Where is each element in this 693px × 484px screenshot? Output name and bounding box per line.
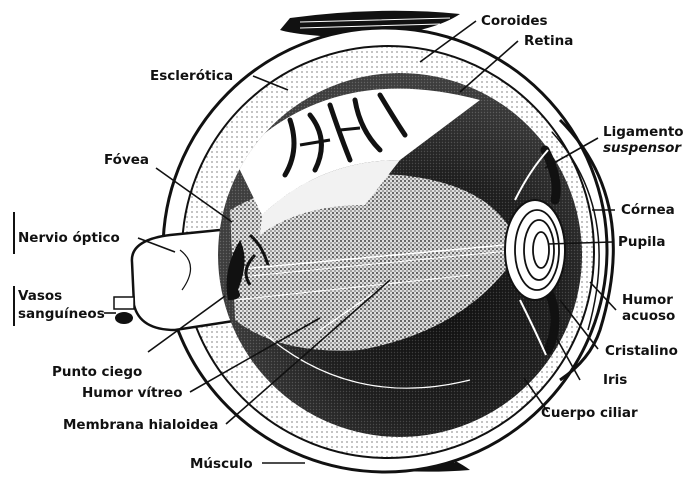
- label-vasos-1: Vasos: [18, 288, 62, 304]
- label-esclerotica: Esclerótica: [150, 68, 233, 84]
- label-humor-acuoso-1: Humor: [622, 292, 673, 308]
- label-humor-acuoso-2: acuoso: [622, 308, 675, 324]
- label-cuerpo-ciliar: Cuerpo ciliar: [541, 405, 638, 421]
- lens-shape: [505, 200, 565, 300]
- label-punto-ciego: Punto ciego: [52, 364, 142, 380]
- label-vasos-2: sanguíneos: [18, 306, 105, 322]
- label-musculo: Músculo: [190, 456, 253, 472]
- label-membrana-hialoidea: Membrana hialoidea: [63, 417, 218, 433]
- label-retina: Retina: [524, 33, 573, 49]
- label-fovea: Fóvea: [104, 152, 149, 168]
- label-cristalino: Cristalino: [605, 343, 678, 359]
- label-ligamento-1: Ligamento: [603, 124, 684, 140]
- label-iris: Iris: [603, 372, 627, 388]
- label-cornea: Córnea: [621, 202, 675, 218]
- label-pupila: Pupila: [618, 234, 666, 250]
- label-coroides: Coroides: [481, 13, 548, 29]
- label-humor-vitreo: Humor vítreo: [82, 385, 183, 401]
- label-ligamento-2: suspensor: [603, 140, 682, 156]
- label-nervio-optico: Nervio óptico: [18, 230, 120, 246]
